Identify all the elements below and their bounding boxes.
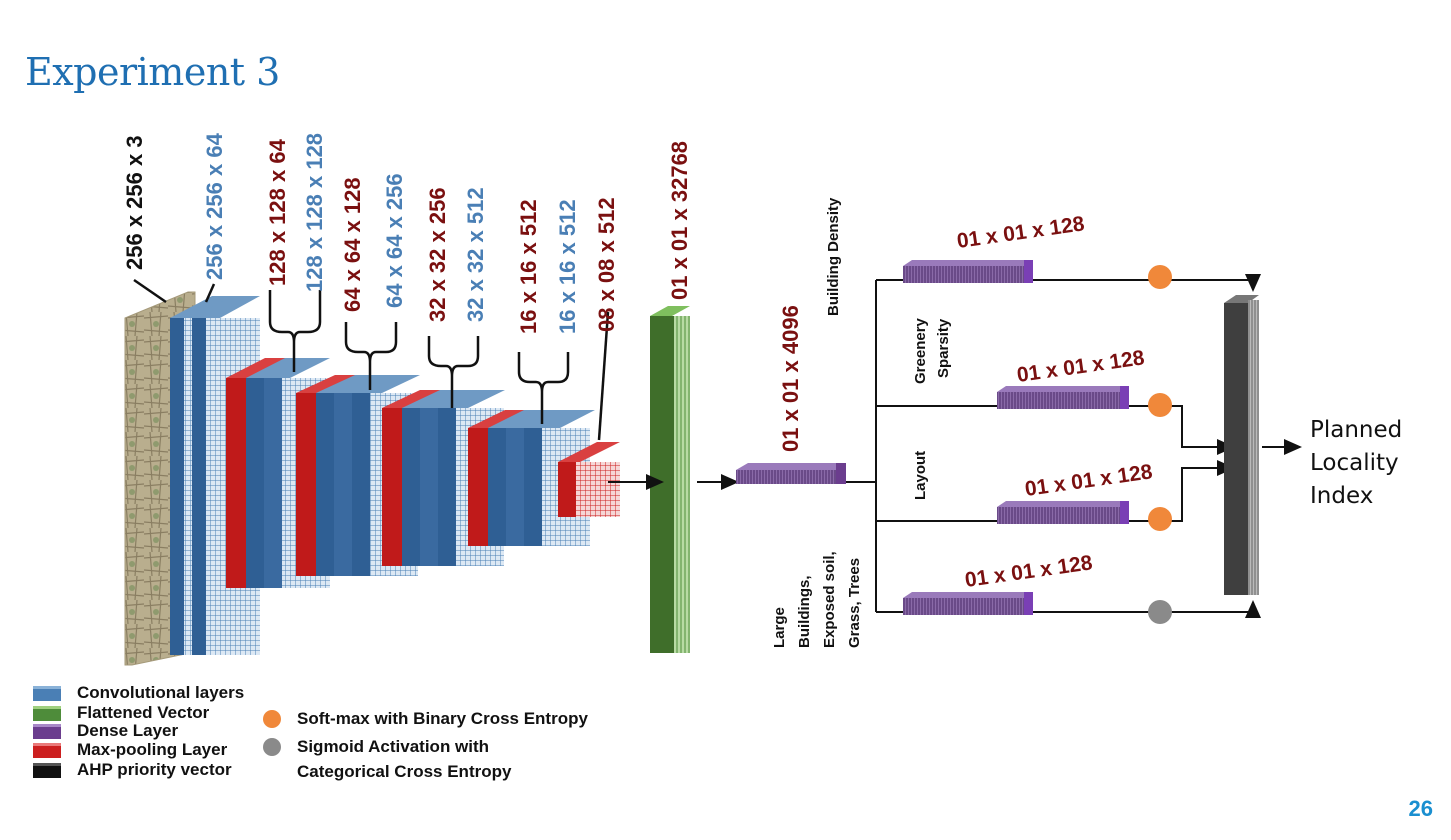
max-pooling-icon — [33, 742, 61, 758]
category-greenery: Greenery — [912, 317, 929, 384]
layer-brackets — [268, 290, 570, 424]
legend-item-ahp: AHP priority vector — [33, 760, 232, 780]
slide-title: Experiment 3 — [25, 50, 280, 94]
category-large-buildings-1: Large — [771, 607, 788, 648]
dim-label-dense-main: 01 x 01 x 4096 — [778, 305, 803, 452]
flattened-vector-icon — [33, 705, 61, 721]
softmax-dot-1 — [1148, 265, 1172, 289]
dense-label-4: 01 x 01 x 128 — [963, 551, 1094, 592]
branch-dense-4 — [903, 592, 1033, 615]
legend-item-sigmoid: Sigmoid Activation with — [263, 737, 489, 757]
legend-label-dense: Dense Layer — [77, 721, 179, 740]
ahp-vector-icon — [33, 762, 61, 778]
page-number: 26 — [1408, 796, 1433, 821]
dense-label-1: 01 x 01 x 128 — [955, 212, 1086, 253]
conv-layer-icon — [33, 685, 61, 701]
category-sparsity: Sparsity — [935, 318, 952, 378]
branch-connectors — [846, 279, 997, 613]
dim-label-conv5: 16 x 16 x 512 — [555, 199, 580, 334]
legend-item-conv: Convolutional layers — [33, 683, 244, 703]
legend-label-softmax: Soft-max with Binary Cross Entropy — [297, 709, 588, 728]
legend-label-pool: Max-pooling Layer — [77, 740, 228, 759]
output-label-line-3: Index — [1310, 483, 1374, 509]
dense-layer-icon — [33, 723, 61, 739]
branch-dense-1 — [903, 260, 1033, 283]
output-label-line-2: Locality — [1310, 450, 1399, 476]
dim-label-input: 256 x 256 x 3 — [122, 135, 147, 270]
branch-dense-2 — [997, 386, 1129, 409]
softmax-dot-2 — [1148, 393, 1172, 417]
category-layout: Layout — [912, 451, 929, 500]
dim-label-conv3: 64 x 64 x 256 — [382, 173, 407, 308]
dim-label-conv2: 128 x 128 x 128 — [302, 133, 327, 292]
final-pool-layer — [558, 442, 620, 517]
category-large-buildings-2: Buildings, — [796, 576, 813, 649]
legend-label-conv: Convolutional layers — [77, 683, 245, 702]
dim-label-pool2: 64 x 64 x 128 — [340, 177, 365, 312]
flattened-vector — [650, 306, 690, 653]
dim-label-conv1: 256 x 256 x 64 — [202, 132, 227, 280]
legend-label-flat: Flattened Vector — [77, 703, 210, 722]
dense-layer-main — [736, 463, 846, 484]
softmax-dot-icon — [263, 710, 281, 728]
category-large-buildings-4: Grass, Trees — [846, 558, 863, 648]
dim-label-pool3: 32 x 32 x 256 — [425, 187, 450, 322]
dense-label-3: 01 x 01 x 128 — [1023, 460, 1154, 501]
branch-dense-3 — [997, 501, 1129, 524]
output-label: Planned Locality Index — [1310, 414, 1450, 513]
dim-label-flatten: 01 x 01 x 32768 — [667, 141, 692, 300]
dim-label-pool4: 16 x 16 x 512 — [516, 199, 541, 334]
legend-label-sigmoid-cont: Categorical Cross Entropy — [297, 762, 512, 781]
category-large-buildings-3: Exposed soil, — [821, 551, 838, 648]
dim-label-conv4: 32 x 32 x 512 — [463, 187, 488, 322]
legend-item-softmax: Soft-max with Binary Cross Entropy — [263, 709, 588, 729]
legend-item-dense: Dense Layer — [33, 721, 178, 741]
legend-item-sigmoid-cont: Categorical Cross Entropy — [297, 762, 511, 782]
sigmoid-dot-icon — [263, 738, 281, 756]
dim-label-pool5: 08 x 08 x 512 — [594, 197, 619, 332]
legend-item-pool: Max-pooling Layer — [33, 740, 227, 760]
legend-label-ahp: AHP priority vector — [77, 760, 232, 779]
category-building-density: Building Density — [825, 197, 842, 316]
legend-item-flat: Flattened Vector — [33, 703, 209, 723]
sigmoid-dot — [1148, 600, 1172, 624]
legend-label-sigmoid: Sigmoid Activation with — [297, 737, 490, 756]
output-label-line-1: Planned — [1310, 417, 1403, 443]
ahp-priority-vector — [1224, 295, 1259, 595]
dense-label-2: 01 x 01 x 128 — [1015, 346, 1146, 387]
dim-label-pool1: 128 x 128 x 64 — [265, 138, 290, 286]
pointer-lines — [133, 278, 610, 441]
softmax-dot-3 — [1148, 507, 1172, 531]
